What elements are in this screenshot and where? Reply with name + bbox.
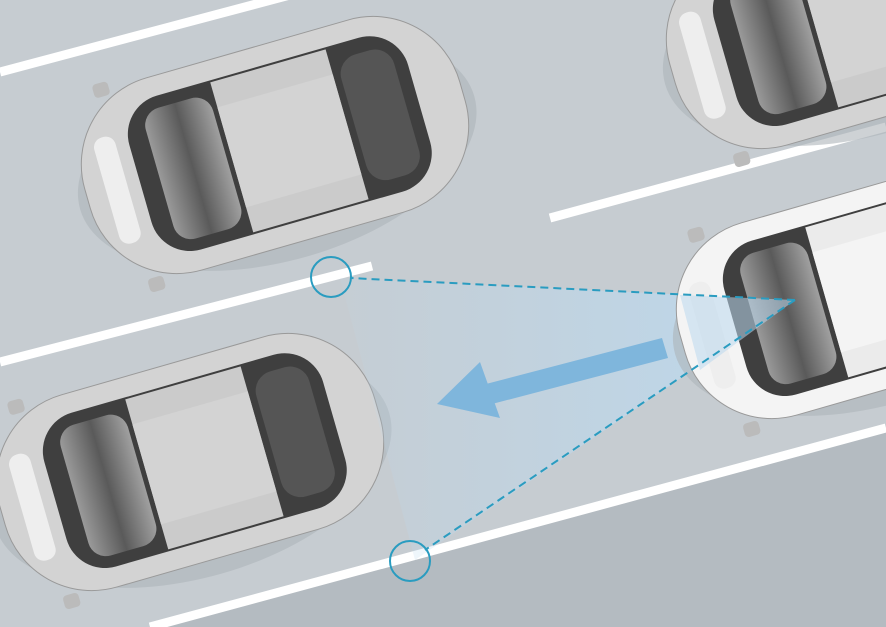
circle-marker-icon [310,256,352,298]
circle-marker-icon [389,540,431,582]
sensor-lines [349,277,796,551]
lane-line-top [0,0,289,77]
arrow-left-icon [437,338,668,418]
lane-line-bottom [148,423,886,627]
lane-line-middle-left [0,261,374,367]
sensor-line-rear [424,299,796,551]
sensor-line-front [349,277,796,301]
sensor-cone-overlay [680,295,795,370]
